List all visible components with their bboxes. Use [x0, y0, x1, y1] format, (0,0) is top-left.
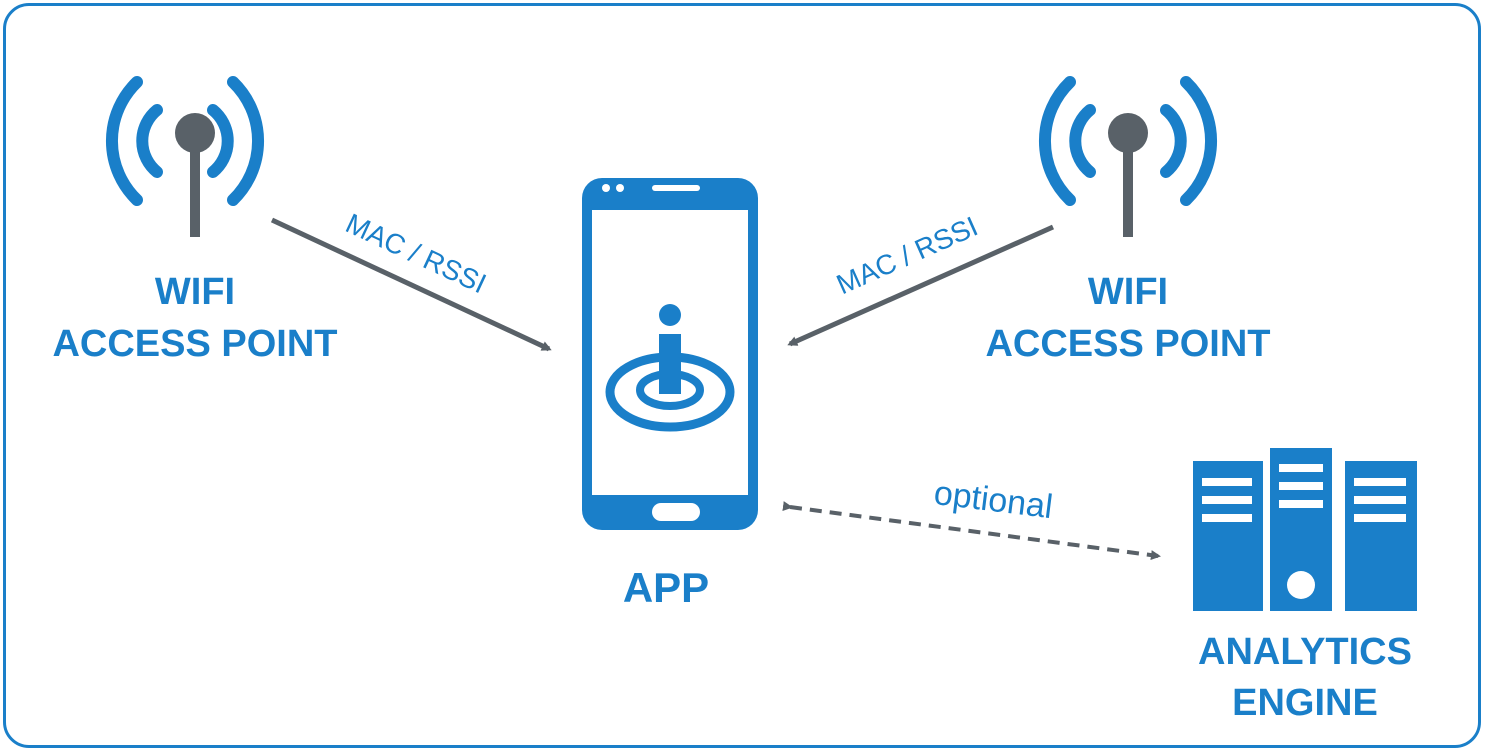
ap-left-subtitle: ACCESS POINT	[52, 323, 337, 365]
wifi-access-point-left: WIFI ACCESS POINT	[52, 76, 338, 365]
ap-left-title: WIFI	[155, 271, 235, 313]
edge-analytics-label: optional	[932, 474, 1055, 526]
analytics-title: ANALYTICS	[1198, 631, 1412, 673]
analytics-subtitle: ENGINE	[1232, 682, 1378, 724]
app-label: APP	[623, 564, 709, 611]
wifi-antenna-icon	[1038, 76, 1218, 237]
app-node: APP	[582, 178, 758, 611]
edge-right-label: MAC / RSSI	[832, 210, 982, 300]
ap-right-subtitle: ACCESS POINT	[985, 323, 1270, 365]
analytics-engine-node: ANALYTICS ENGINE	[1193, 448, 1417, 724]
smartphone-location-icon	[582, 178, 758, 530]
ap-right-title: WIFI	[1088, 271, 1168, 313]
wifi-antenna-icon	[105, 76, 265, 237]
wifi-access-point-right: WIFI ACCESS POINT	[985, 76, 1271, 365]
server-rack-icon	[1193, 448, 1417, 611]
edge-app-analytics: optional	[782, 474, 1161, 561]
